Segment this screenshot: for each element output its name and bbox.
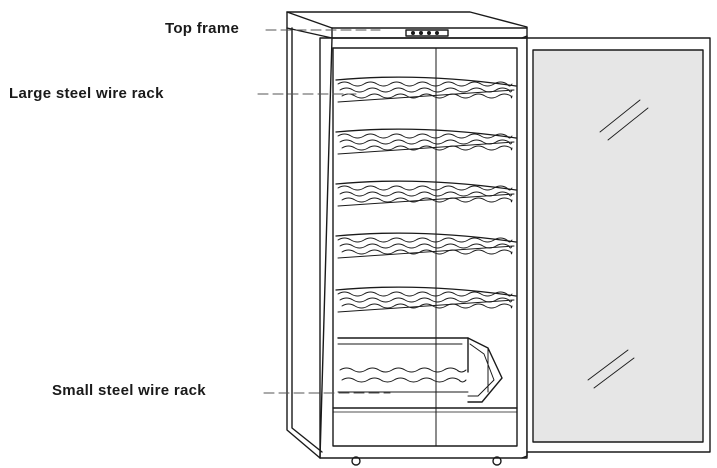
glass-reflection bbox=[593, 357, 635, 389]
glass-reflection bbox=[599, 99, 641, 133]
large-rack-5 bbox=[335, 286, 517, 313]
small-rack-wave bbox=[341, 377, 467, 383]
label-top-frame: Top frame bbox=[165, 20, 240, 37]
glass-door bbox=[521, 35, 711, 459]
large-rack-1 bbox=[335, 76, 517, 103]
foot-right bbox=[492, 456, 502, 466]
leader-lines bbox=[257, 29, 391, 394]
glass-reflection bbox=[607, 107, 649, 141]
control-dot bbox=[411, 31, 416, 36]
small-steel-wire-rack bbox=[337, 337, 503, 403]
control-panel bbox=[405, 29, 449, 37]
large-rack-4 bbox=[335, 232, 517, 259]
door-glass-pane bbox=[532, 49, 704, 443]
large-rack-2 bbox=[335, 128, 517, 155]
control-dot bbox=[419, 31, 424, 36]
cabinet-interior bbox=[332, 47, 518, 447]
glass-reflection bbox=[587, 349, 629, 381]
label-small-steel-wire-rack: Small steel wire rack bbox=[52, 382, 206, 399]
label-large-steel-wire-rack: Large steel wire rack bbox=[9, 85, 164, 102]
control-dot bbox=[427, 31, 432, 36]
small-rack-wave bbox=[339, 367, 467, 373]
cabinet-feet bbox=[351, 456, 502, 466]
control-dot bbox=[435, 31, 440, 36]
top-frame bbox=[286, 11, 528, 39]
large-steel-wire-racks bbox=[335, 76, 517, 313]
foot-left bbox=[351, 456, 361, 466]
large-rack-3 bbox=[335, 180, 517, 207]
cabinet-body bbox=[286, 27, 528, 459]
